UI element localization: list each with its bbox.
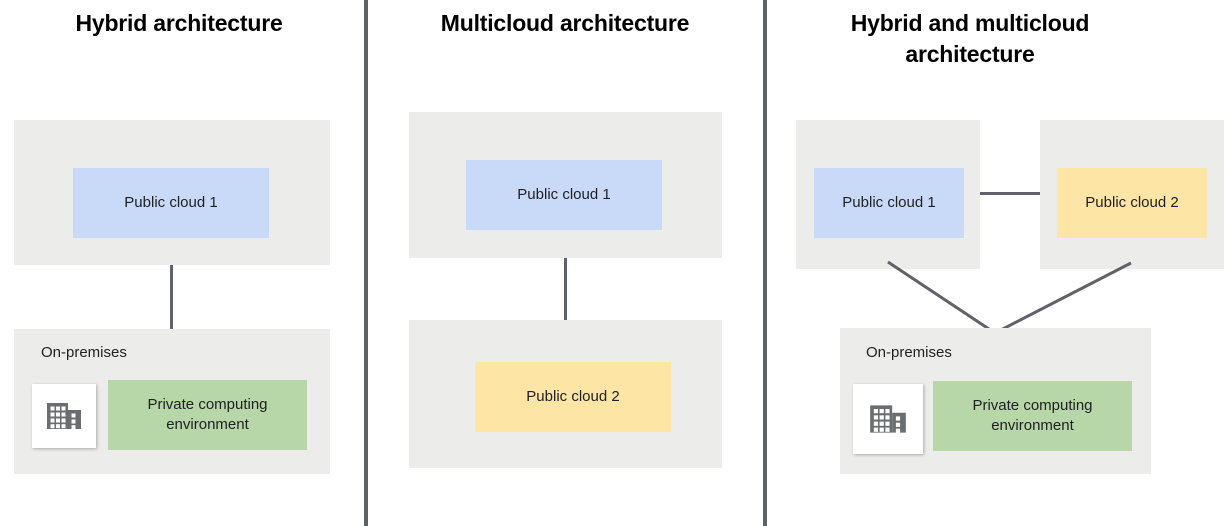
panel-title-hybrid: Hybrid architecture [75, 10, 283, 36]
hybrid-building-icon-tile [32, 384, 96, 448]
hm-building-icon-tile [853, 384, 923, 454]
panel-divider-2 [763, 0, 767, 526]
hybrid-cloud-to-onprem-connector [170, 265, 173, 329]
building-icon [44, 396, 84, 436]
multicloud-public-cloud-2-box[interactable]: Public cloud 2 [475, 362, 671, 432]
panel-divider-1 [364, 0, 368, 526]
hm-private-computing-environment-box[interactable]: Private computing environment [933, 381, 1132, 451]
hybrid-public-cloud-1-box[interactable]: Public cloud 1 [73, 168, 269, 238]
hybrid-private-computing-environment-box[interactable]: Private computing environment [108, 380, 307, 450]
panel-title-hybrid-and-multicloud: Hybrid and multicloud architecture [850, 10, 1090, 68]
hybrid-onpremises-label: On-premises [41, 344, 127, 361]
hm-onpremises-label: On-premises [866, 344, 952, 361]
panel-title-multicloud: Multicloud architecture [440, 10, 690, 36]
hm-cloud1-to-cloud2-connector [980, 192, 1040, 195]
building-icon [867, 398, 909, 440]
multicloud-public-cloud-1-box[interactable]: Public cloud 1 [466, 160, 662, 230]
hm-public-cloud-2-box[interactable]: Public cloud 2 [1057, 168, 1207, 238]
multicloud-cloud1-to-cloud2-connector [564, 258, 567, 320]
hm-public-cloud-1-box[interactable]: Public cloud 1 [814, 168, 964, 238]
